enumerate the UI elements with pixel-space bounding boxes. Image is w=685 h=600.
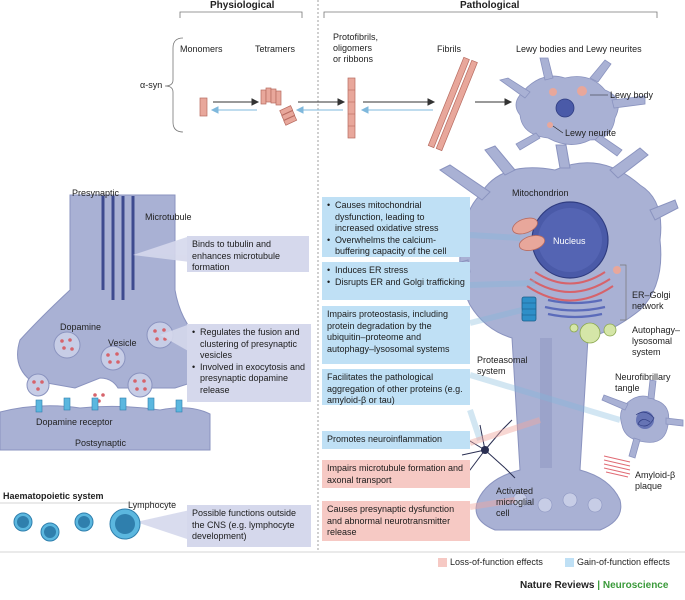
loss-legend-label: Loss-of-function effects	[450, 557, 543, 567]
tangle-label: Neurofibrillary tangle	[615, 372, 671, 393]
lewy-neurite-label: Lewy neurite	[565, 128, 617, 138]
protofibrils-label: Protofibrils, oligomers or ribbons	[333, 32, 379, 64]
tetramers-label: Tetramers	[255, 44, 296, 54]
journal-credit: Nature Reviews | Neuroscience	[520, 580, 668, 591]
exocytosis-text: Involved in exocytosis and presynaptic d…	[192, 362, 306, 397]
credit-separator: |	[594, 580, 603, 591]
proteostasis-box: Impairs proteostasis, including protein …	[322, 306, 470, 364]
presynaptic-label: Presynaptic	[72, 188, 120, 198]
autophagy-label: Autophagy– lysosomal system	[632, 325, 681, 357]
golgi-trafficking-text: Disrupts ER and Golgi trafficking	[327, 277, 465, 289]
microglia-label: Activated microglial cell	[496, 486, 535, 518]
mitochondria-text: Causes mitochondrial dysfunction, leadin…	[327, 200, 465, 235]
aggregation-text: Facilitates the pathological aggregation…	[327, 372, 463, 405]
aggregation-box: Facilitates the pathological aggregation…	[322, 369, 470, 405]
vesicle-label: Vesicle	[108, 338, 137, 348]
fibrils-label: Fibrils	[437, 44, 461, 54]
neuroinflammation-box: Promotes neuroinflammation	[322, 431, 470, 449]
vesicle-fusion-box: Regulates the fusion and clustering of p…	[187, 324, 311, 402]
mitochondria-box: Causes mitochondrial dysfunction, leadin…	[322, 197, 470, 257]
proteasomal-label: Proteasomal system	[477, 355, 528, 376]
lymphocyte-label: Lymphocyte	[128, 500, 177, 510]
gain-swatch	[565, 558, 574, 567]
er-stress-box: Induces ER stress Disrupts ER and Golgi …	[322, 262, 470, 300]
vesicle-fusion-text: Regulates the fusion and clustering of p…	[192, 327, 306, 362]
haematopoietic-title: Haematopoietic system	[3, 491, 104, 501]
journal-section: Neuroscience	[602, 580, 669, 591]
gain-legend-label: Gain-of-function effects	[577, 557, 670, 567]
tubulin-text: Binds to tubulin and enhances microtubul…	[192, 239, 281, 272]
postsynaptic-label: Postsynaptic	[75, 438, 127, 448]
nucleus-label: Nucleus	[553, 236, 586, 246]
amyloid-label: Amyloid-β plaque	[635, 470, 676, 491]
journal-name: Nature Reviews	[520, 580, 595, 591]
calcium-text: Overwhelms the calcium-buffering capacit…	[327, 235, 465, 258]
axonal-transport-box: Impairs microtubule formation and axonal…	[322, 460, 470, 488]
dopamine-receptor-label: Dopamine receptor	[36, 417, 113, 427]
asyn-label: α-syn	[140, 80, 163, 90]
proteostasis-text: Impairs proteostasis, including protein …	[327, 309, 450, 354]
er-stress-text: Induces ER stress	[327, 265, 465, 277]
monomers-label: Monomers	[180, 44, 223, 54]
loss-swatch	[438, 558, 447, 567]
dopamine-label: Dopamine	[60, 322, 102, 332]
presynaptic-dysfunction-box: Causes presynaptic dysfunction and abnor…	[322, 501, 470, 541]
lewy-body-label: Lewy body	[610, 90, 654, 100]
axonal-transport-text: Impairs microtubule formation and axonal…	[327, 463, 464, 485]
presynaptic-dysfunction-text: Causes presynaptic dysfunction and abnor…	[327, 504, 455, 537]
microtubule-label: Microtubule	[145, 212, 192, 222]
lewy-bodies-label: Lewy bodies and Lewy neurites	[516, 44, 642, 54]
neuroinflammation-text: Promotes neuroinflammation	[327, 434, 443, 444]
physiological-header: Physiological	[210, 0, 275, 11]
tubulin-box: Binds to tubulin and enhances microtubul…	[187, 236, 309, 272]
pathological-header: Pathological	[460, 0, 520, 11]
outside-cns-box: Possible functions outside the CNS (e.g.…	[187, 505, 311, 547]
mitochondrion-label: Mitochondrion	[512, 188, 569, 198]
outside-cns-text: Possible functions outside the CNS (e.g.…	[192, 508, 297, 541]
er-golgi-label: ER–Golgi network	[632, 290, 671, 311]
